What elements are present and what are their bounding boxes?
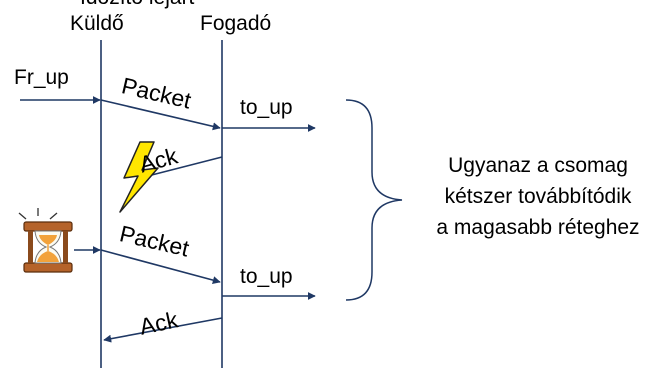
note-line-2: kétszer továbbítódik [444,185,632,208]
packet-1-arrow [100,99,221,131]
header-top-partial: Időzítő lejárt [80,0,194,8]
hourglass-icon [18,208,73,273]
packet-2-arrow [100,249,221,284]
sender-header: Küldő [70,12,124,35]
ack-2-arrow [103,317,223,343]
note-line-1: Ugyanaz a csomag [448,154,628,177]
to-up-1-label: to_up [240,96,293,119]
curly-brace [345,99,403,301]
lightning-bolt-icon [119,141,159,213]
note-line-3: a magasabb réteghez [436,216,640,239]
duplicate-delivery-note: Ugyanaz a csomag kétszer továbbítódik a … [402,150,671,243]
ack-1-arrow [139,156,223,181]
to-up-2-label: to_up [240,265,293,288]
receiver-header: Fogadó [200,12,272,35]
fr-up-label: Fr_up [14,66,69,89]
